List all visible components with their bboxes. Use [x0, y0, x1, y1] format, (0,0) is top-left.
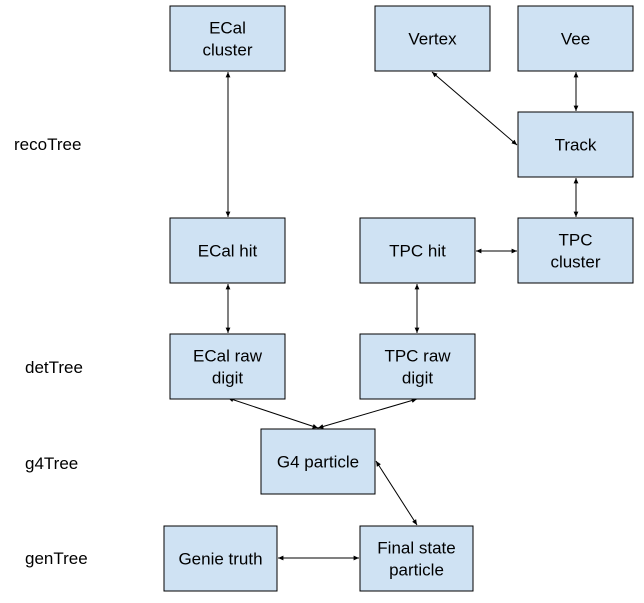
node-label-tpc-raw-digit: TPC raw	[384, 347, 451, 366]
node-box-vee	[517, 5, 634, 72]
node-box-tpc-cluster	[517, 217, 634, 284]
tier-label-det: detTree	[25, 358, 83, 377]
node-ecal-raw-digit: ECal raw digit	[169, 333, 286, 400]
node-label-ecal-raw-digit: digit	[212, 369, 243, 388]
node-tpc-cluster: TPC cluster	[517, 217, 634, 284]
edge-g4-particle-to-final-state-particle	[375, 460, 418, 526]
node-ecal-hit: ECal hit	[169, 217, 286, 284]
node-g4-particle: G4 particle	[260, 428, 376, 495]
node-label-tpc-hit: TPC hit	[389, 242, 446, 261]
node-tpc-raw-digit: TPC raw digit	[359, 333, 476, 400]
node-box-tpc-raw-digit	[359, 333, 476, 400]
node-track: Track	[517, 111, 634, 178]
node-box-final-state-particle	[359, 525, 474, 592]
edge-tpc-raw-digit-to-g4-particle	[317, 398, 418, 429]
node-box-track	[517, 111, 634, 178]
edges	[225, 71, 579, 561]
tier-label-reco: recoTree	[14, 135, 81, 154]
node-box-tpc-hit	[359, 217, 476, 284]
node-ecal-cluster: ECal cluster	[169, 5, 286, 72]
node-box-genie-truth	[163, 525, 278, 592]
edge-vertex-to-track	[431, 71, 518, 146]
node-label-tpc-cluster: cluster	[550, 253, 600, 272]
node-box-ecal-hit	[169, 217, 286, 284]
node-label-tpc-cluster: TPC	[559, 231, 593, 250]
node-label-ecal-hit: ECal hit	[198, 242, 258, 261]
node-label-ecal-raw-digit: ECal raw	[193, 347, 263, 366]
node-label-vertex: Vertex	[408, 30, 457, 49]
node-label-g4-particle: G4 particle	[277, 453, 359, 472]
node-label-final-state-particle: particle	[389, 561, 444, 580]
node-label-genie-truth: Genie truth	[178, 550, 262, 569]
node-final-state-particle: Final state particle	[359, 525, 474, 592]
node-label-track: Track	[555, 136, 597, 155]
node-box-g4-particle	[260, 428, 376, 495]
node-label-ecal-cluster: cluster	[202, 41, 252, 60]
node-genie-truth: Genie truth	[163, 525, 278, 592]
node-label-final-state-particle: Final state	[377, 539, 455, 558]
node-label-ecal-cluster: ECal	[209, 19, 246, 38]
node-vee: Vee	[517, 5, 634, 72]
node-label-tpc-raw-digit: digit	[402, 369, 433, 388]
node-label-vee: Vee	[561, 30, 590, 49]
node-box-ecal-cluster	[169, 5, 286, 72]
tier-label-gen: genTree	[25, 549, 88, 568]
tier-label-g4: g4Tree	[25, 454, 78, 473]
node-vertex: Vertex	[374, 5, 491, 72]
node-box-vertex	[374, 5, 491, 72]
edge-ecal-raw-digit-to-g4-particle	[227, 397, 319, 429]
node-box-ecal-raw-digit	[169, 333, 286, 400]
node-tpc-hit: TPC hit	[359, 217, 476, 284]
